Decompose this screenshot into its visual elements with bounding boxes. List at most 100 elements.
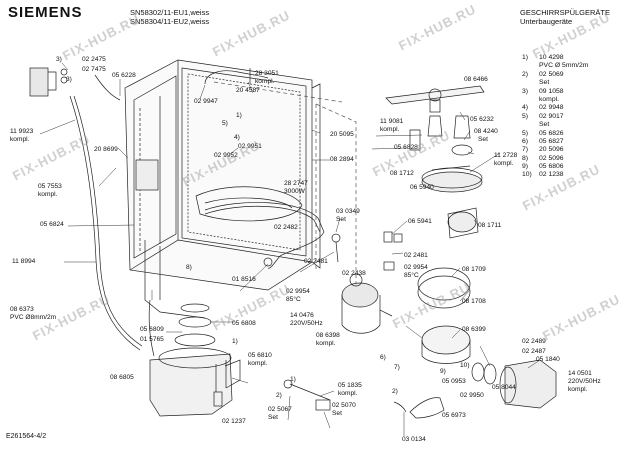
part-number-label: 02 1237	[222, 418, 246, 425]
legend-value: 05 6806	[539, 163, 564, 171]
part-number-label: 05 6809	[140, 326, 164, 333]
legend-row: kompl.	[522, 96, 634, 104]
part-number-label: 05 6808	[232, 320, 256, 327]
part-number-label: 08 6373	[10, 306, 34, 313]
part-qualifier-label: kompl.	[38, 191, 58, 198]
part-qualifier-label: kompl.	[338, 390, 358, 397]
part-spec-label: PVC Ø8mm/2m	[10, 314, 57, 321]
part-number-label: 02 2438	[342, 270, 366, 277]
part-number-label: 05 6232	[470, 116, 494, 123]
part-number-label: 02 9952	[214, 152, 238, 159]
callout-label: 9)	[440, 368, 446, 375]
part-number-label: 08 6398	[316, 332, 340, 339]
part-number-label: 02 2482	[274, 224, 298, 231]
legend-row: 8)02 5096	[522, 155, 634, 163]
legend-key: 6)	[522, 137, 529, 145]
part-qualifier-label: Set	[332, 410, 342, 417]
part-qualifier-label: kompl.	[10, 136, 30, 143]
legend-key: 9)	[522, 163, 529, 171]
legend-key: 1)	[522, 54, 529, 61]
drain-pump	[471, 359, 557, 409]
part-number-label: 05 6810	[248, 352, 272, 359]
part-number-label: 02 7475	[82, 66, 106, 73]
part-number-label: 08 2894	[330, 156, 354, 163]
callout-label: 4)	[234, 134, 240, 141]
part-number-label: 02 9947	[194, 98, 218, 105]
part-number-label: 06 5941	[408, 218, 432, 225]
appliance-subcategory: Unterbaugeräte	[520, 17, 573, 26]
footnote-legend: 1) 10 4298 PVC Ø 5mm/2m 2)02 5069 Set 3) 0…	[522, 54, 634, 180]
legend-row: 5) 02 9017	[522, 113, 634, 121]
legend-value: 05 6826	[539, 129, 564, 137]
part-number-label: 08 6805	[110, 374, 134, 381]
legend-value: 02 9017	[539, 112, 564, 120]
part-number-label: 02 2481	[404, 252, 428, 259]
legend-key: 5)	[522, 129, 529, 137]
callout-label: 2)	[276, 392, 282, 399]
part-number-label: 11 8994	[12, 258, 36, 265]
part-number-label: 08 4240	[474, 128, 498, 135]
callout-label: 1)	[236, 112, 242, 119]
legend-key: 3)	[522, 87, 529, 95]
legend-key: 5)	[522, 112, 529, 120]
part-qualifier-label: kompl.	[568, 386, 588, 393]
model-number: SN58302/11-EU1,weiss	[130, 8, 210, 17]
part-number-label: 01 8516	[232, 276, 256, 283]
part-number-label: 05 1835	[338, 382, 362, 389]
part-number-label: 02 2489	[522, 338, 546, 345]
legend-value: 02 9948	[539, 104, 564, 112]
part-number-label: 02 2475	[82, 56, 106, 63]
part-number-label: 28 3051	[255, 70, 279, 77]
part-number-label: 05 7553	[38, 183, 62, 190]
legend-key: 4)	[522, 104, 529, 112]
callout-label: 7)	[394, 364, 400, 371]
legend-value: PVC Ø 5mm/2m	[539, 62, 589, 70]
brand-logo: SIEMENS	[8, 4, 83, 21]
part-number-label: 02 2487	[522, 348, 546, 355]
legend-value: 10 4298	[539, 54, 564, 61]
legend-row: 10)02 1238	[522, 171, 634, 179]
part-number-label: 05 6824	[40, 221, 64, 228]
part-number-label: 20 8699	[94, 146, 118, 153]
part-number-label: 28 2747	[284, 180, 308, 187]
appliance-category: GESCHIRRSPÜLGERÄTE	[520, 8, 611, 17]
callout-label: 6)	[380, 354, 386, 361]
part-rating-label: 85°C	[286, 296, 301, 303]
part-qualifier-label: Set	[268, 414, 278, 421]
legend-row: Set	[522, 79, 634, 87]
legend-value: 05 6827	[539, 137, 564, 145]
legend-row: PVC Ø 5mm/2m	[522, 62, 634, 70]
callout-label: 3)	[66, 76, 72, 83]
part-number-label: 14 0476	[290, 312, 314, 319]
part-number-label: 03 0134	[402, 436, 426, 443]
part-qualifier-label: kompl.	[380, 126, 400, 133]
part-qualifier-label: Set	[336, 216, 346, 223]
legend-key: 8)	[522, 154, 529, 162]
legend-value: 02 5069	[539, 70, 564, 78]
top-hoses	[69, 68, 269, 351]
model-number: SN58304/11-EU2,weiss	[130, 17, 210, 26]
part-qualifier-label: Set	[478, 136, 488, 143]
part-number-label: 05 6973	[442, 412, 466, 419]
legend-key: 10)	[522, 171, 532, 179]
filter-parts	[409, 115, 483, 364]
legend-row: 2)02 5069	[522, 71, 634, 79]
legend-value: kompl.	[539, 95, 560, 103]
part-rating-label: 3000W	[284, 188, 305, 195]
part-number-label: 02 9954	[404, 264, 428, 271]
part-number-label: 20 5095	[330, 131, 354, 138]
part-number-label: 08 1709	[462, 266, 486, 273]
part-number-label: 11 9923	[10, 128, 34, 135]
part-rating-label: 220V/50Hz	[568, 378, 601, 385]
part-number-label: 08 6466	[464, 76, 488, 83]
part-rating-label: 85°C	[404, 272, 419, 279]
legend-value: 20 5096	[539, 146, 564, 154]
legend-row: 6) 05 6827	[522, 138, 634, 146]
legend-value: Set	[539, 79, 550, 87]
part-number-label: 02 9950	[460, 392, 484, 399]
part-number-label: 08 1712	[390, 170, 414, 177]
callout-label: 2)	[392, 388, 398, 395]
legend-row: 7)20 5096	[522, 146, 634, 154]
dishwasher-tub	[124, 59, 321, 319]
